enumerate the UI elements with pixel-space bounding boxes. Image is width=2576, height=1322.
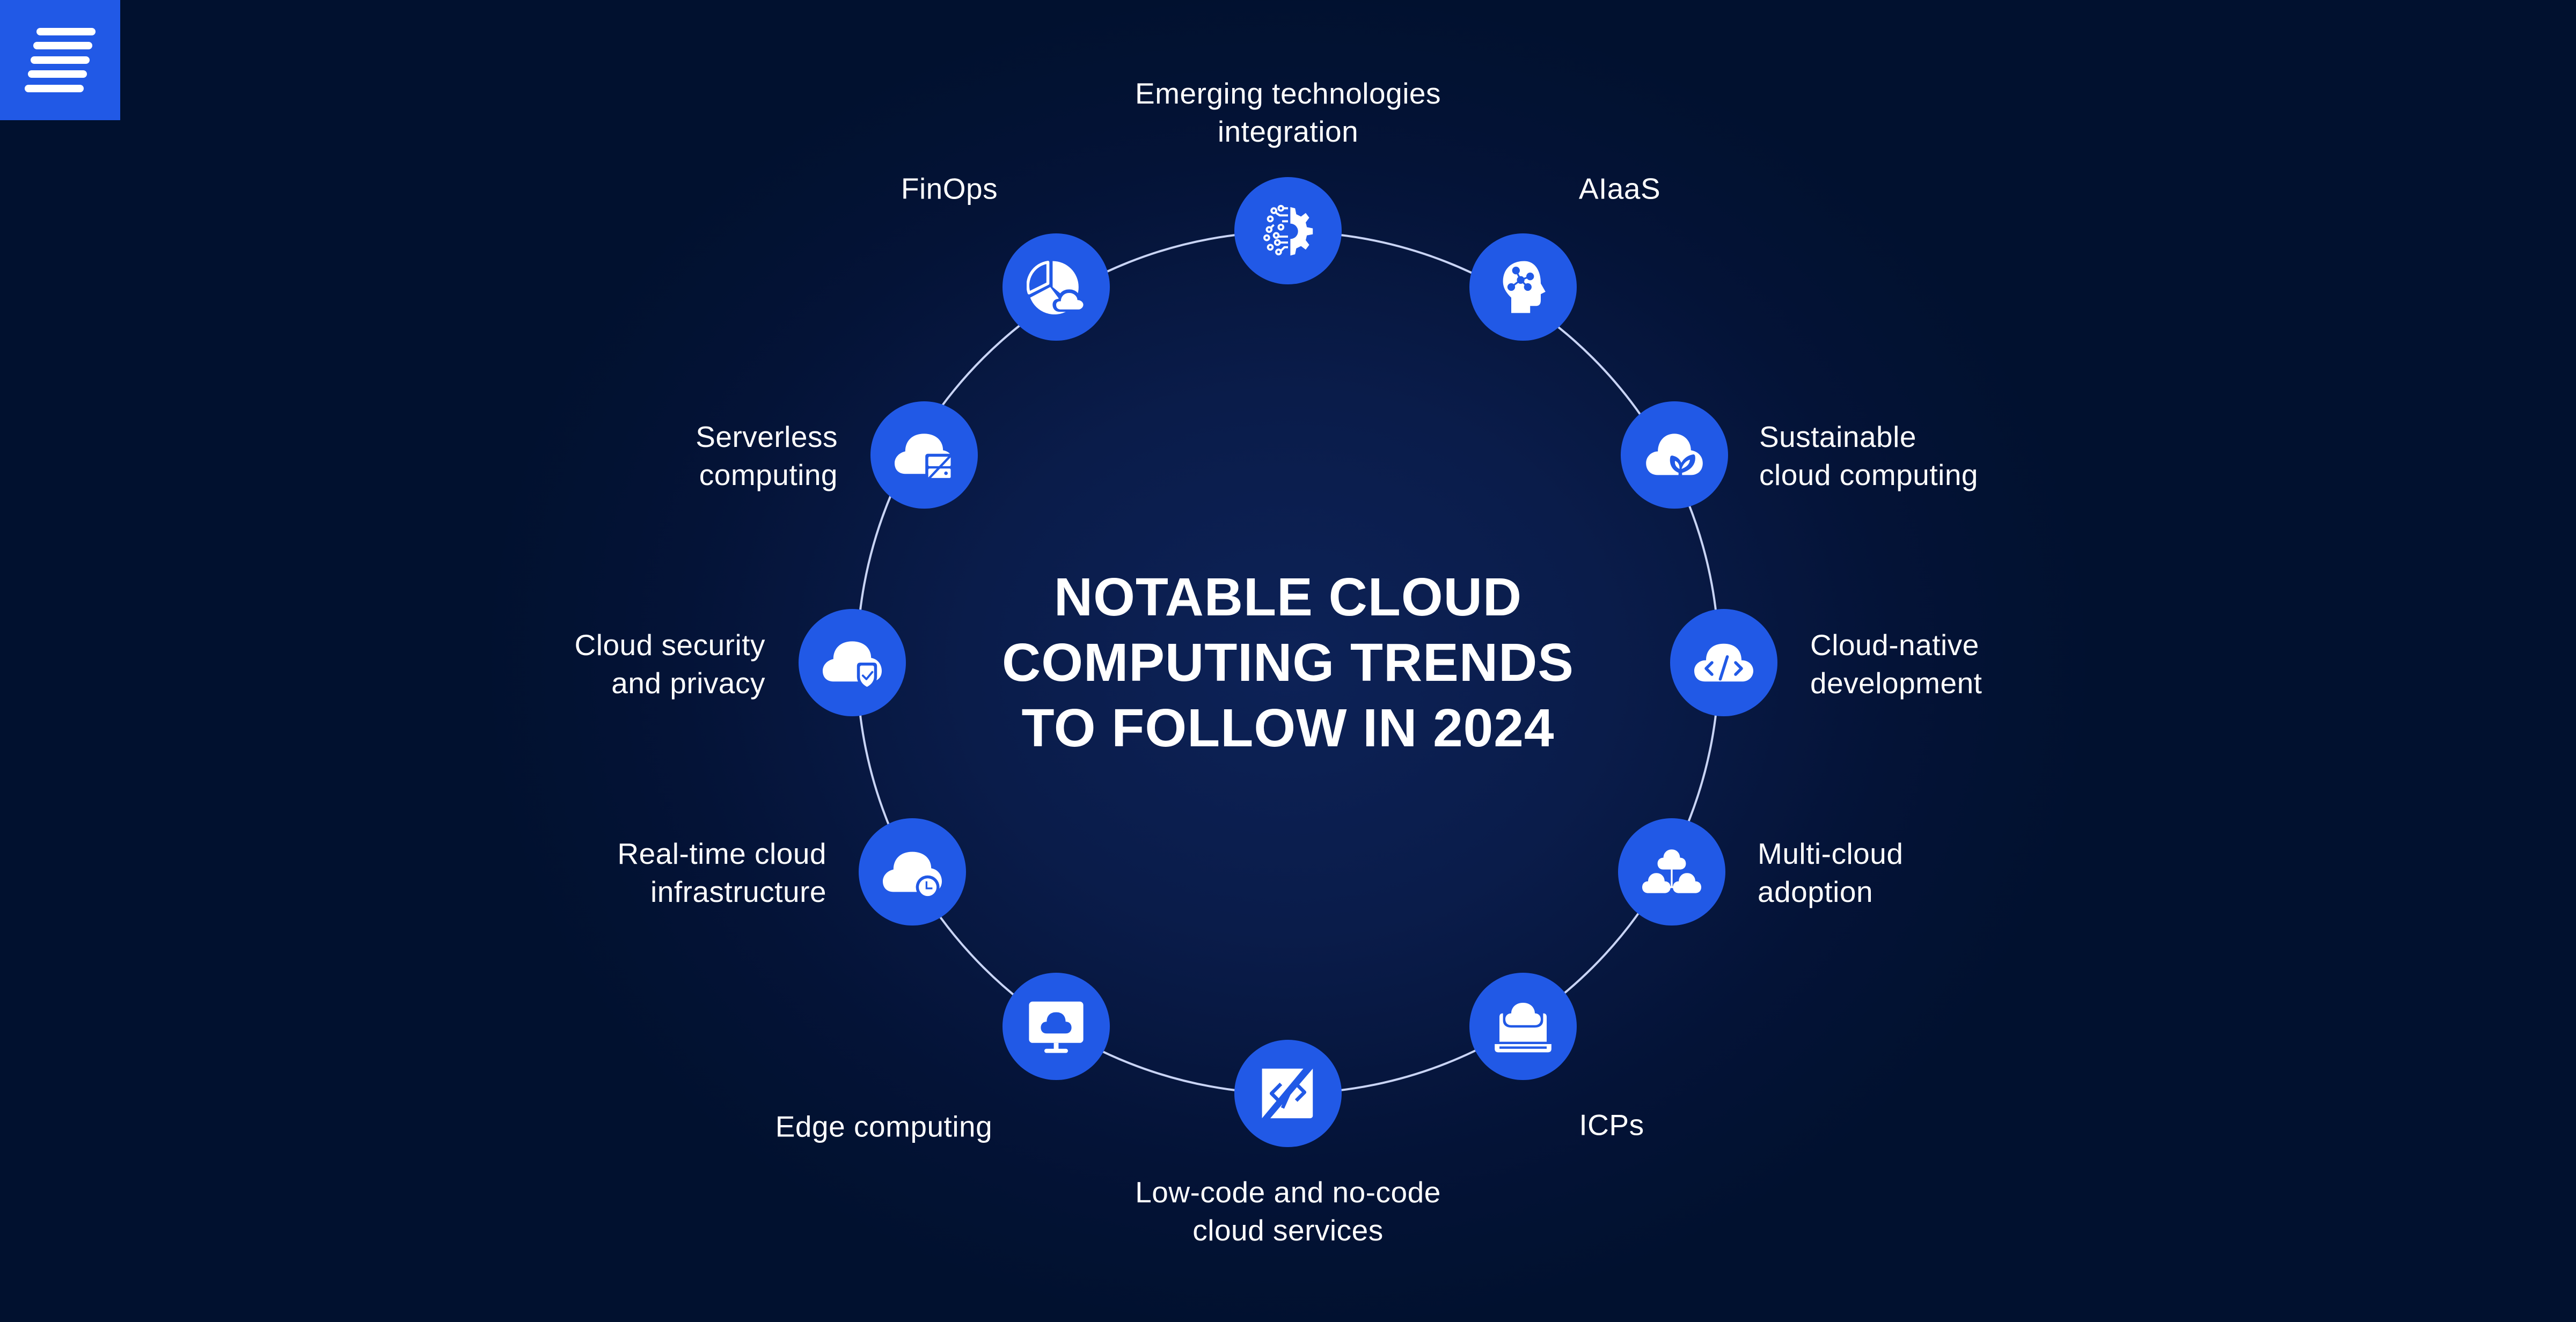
pie-chart-cloud-icon (1027, 261, 1086, 315)
multi-cloud-icon (1642, 849, 1701, 893)
title-line: NOTABLE CLOUD (1053, 567, 1523, 627)
trend-label-serverless: Serverless computing (696, 420, 838, 491)
trend-node-aiaas (1469, 233, 1577, 341)
trend-label-multi-cloud: Multi-cloud adoption (1758, 837, 1904, 908)
trend-label-cloud-native: Cloud-native development (1810, 628, 1982, 700)
trend-node-low-code (1234, 1040, 1342, 1147)
trend-node-icps (1469, 973, 1577, 1080)
cloud-clock-icon (883, 851, 942, 899)
page-title: NOTABLE CLOUD COMPUTING TRENDS TO FOLLOW… (1002, 564, 1574, 761)
ai-gear-circuit-icon (1263, 204, 1313, 256)
trend-node-security (799, 609, 906, 716)
trend-label-edge: Edge computing (775, 1110, 993, 1143)
trend-label-emerging-tech: Emerging technologies integration (1135, 77, 1441, 148)
cloud-server-icon (895, 434, 954, 480)
trend-label-sustainable: Sustainable cloud computing (1759, 420, 1979, 491)
trend-label-low-code: Low-code and no-code cloud services (1135, 1176, 1441, 1247)
laptop-cloud-icon (1495, 1003, 1552, 1053)
trend-label-finops: FinOps (901, 172, 998, 205)
trend-label-aiaas: AIaaS (1578, 172, 1661, 205)
head-network-icon (1503, 261, 1546, 313)
trend-node-emerging-tech (1234, 177, 1342, 284)
title-line: TO FOLLOW IN 2024 (1021, 698, 1555, 758)
trend-node-cloud-native (1670, 609, 1777, 716)
title-line: COMPUTING TRENDS (1002, 633, 1574, 693)
trend-node-multi-cloud (1618, 818, 1725, 926)
trend-node-sustainable (1621, 401, 1728, 509)
trend-label-security: Cloud security and privacy (574, 628, 765, 700)
trend-label-icps: ICPs (1579, 1108, 1644, 1142)
trend-node-serverless (870, 401, 978, 509)
brand-logo[interactable] (0, 0, 120, 120)
cloud-shield-icon (823, 641, 882, 690)
low-code-icon (1262, 1068, 1313, 1119)
cloud-leaf-icon (1646, 434, 1703, 480)
monitor-cloud-icon (1029, 1001, 1084, 1053)
trend-node-finops (1002, 233, 1110, 341)
cloud-code-icon (1694, 643, 1753, 682)
trend-label-real-time: Real-time cloud infrastructure (617, 837, 826, 908)
trend-node-real-time (859, 818, 966, 926)
trend-node-edge (1002, 973, 1110, 1080)
